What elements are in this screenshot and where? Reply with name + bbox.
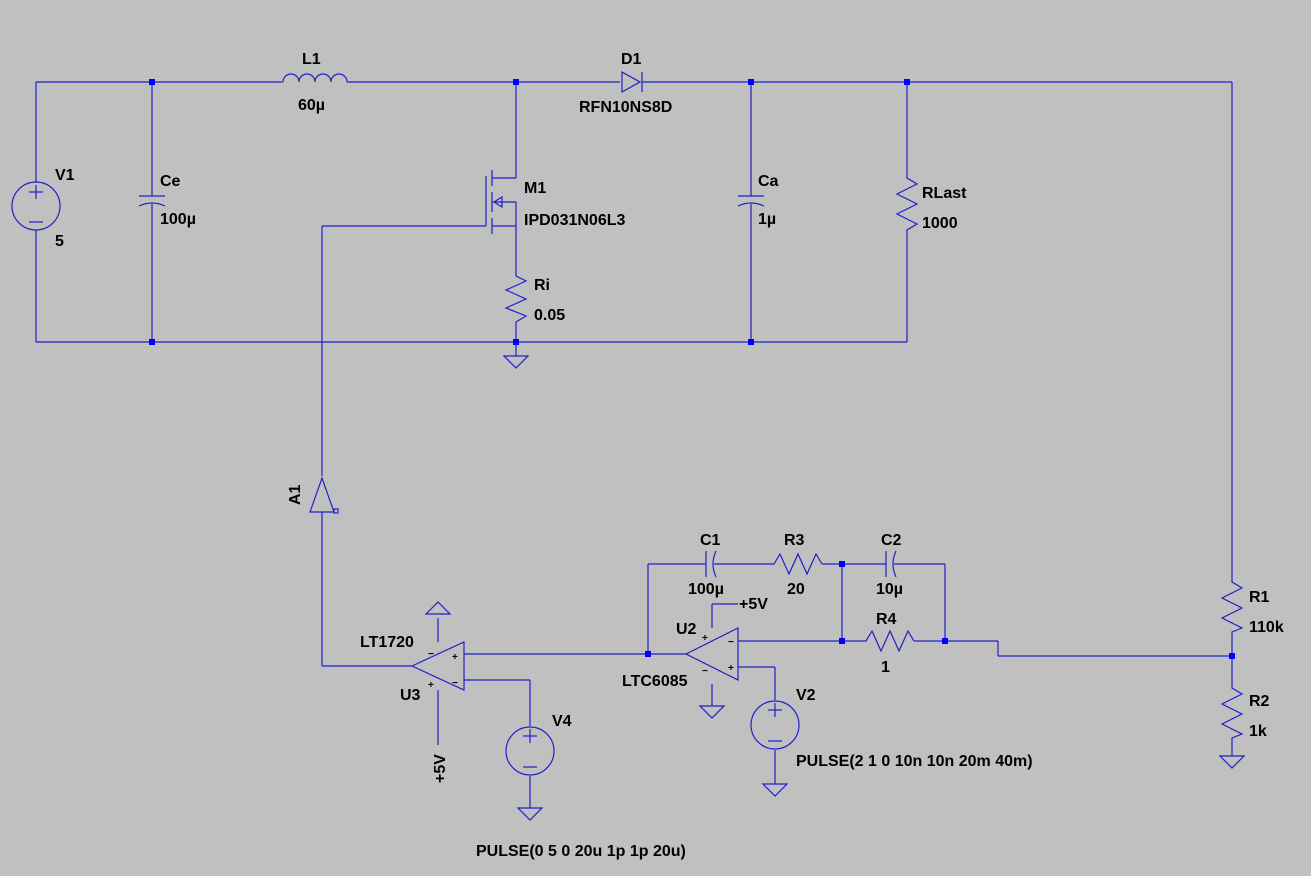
d1-value: RFN10NS8D	[579, 99, 672, 116]
c1-ref: C1	[700, 532, 721, 549]
v1-ref: V1	[55, 167, 75, 184]
v4-ref: V4	[552, 713, 572, 730]
ce-value: 100µ	[160, 211, 196, 228]
c1-value: 100µ	[688, 581, 724, 598]
r3-value: 20	[787, 581, 805, 598]
resistor-r4[interactable]: R4 1	[860, 611, 915, 676]
u3-ref: U3	[400, 687, 421, 704]
ca-value: 1µ	[758, 211, 776, 228]
r1-value: 110k	[1249, 619, 1284, 636]
u3-vcc-pin: +	[428, 680, 434, 691]
opamp-u2[interactable]: − + + − U2 LTC6085 +5V	[622, 596, 768, 690]
u2-value: LTC6085	[622, 673, 688, 690]
voltage-source-v4[interactable]: V4 PULSE(0 5 0 20u 1p 1p 20u)	[476, 713, 686, 860]
m1-ref: M1	[524, 180, 546, 197]
d1-ref: D1	[621, 51, 642, 68]
m1-value: IPD031N06L3	[524, 212, 625, 229]
r2-ref: R2	[1249, 693, 1270, 710]
u3-minus-pin: −	[452, 678, 458, 689]
u2-minus-pin: −	[728, 637, 734, 648]
resistor-rlast[interactable]: RLast 1000	[895, 170, 967, 236]
voltage-source-v2[interactable]: V2 PULSE(2 1 0 10n 10n 20m 40m)	[750, 687, 1033, 770]
u2-supply-label: +5V	[739, 596, 768, 613]
ri-value: 0.05	[534, 307, 565, 324]
mosfet-m1[interactable]: M1 IPD031N06L3	[485, 168, 625, 234]
junctions	[149, 79, 1235, 659]
u3-value: LT1720	[360, 634, 414, 651]
rlast-value: 1000	[922, 215, 958, 232]
v4-value: PULSE(0 5 0 20u 1p 1p 20u)	[476, 843, 686, 860]
ground-icon	[502, 342, 530, 369]
u2-ref: U2	[676, 621, 697, 638]
u2-vee-pin: −	[702, 666, 708, 677]
inductor-l1[interactable]: L1 60µ	[282, 51, 348, 114]
u2-plus-pin: +	[728, 663, 734, 674]
buffer-a1[interactable]: A1	[287, 476, 339, 514]
l1-ref: L1	[302, 51, 321, 68]
resistor-r1[interactable]: R1 110k	[1220, 574, 1284, 636]
capacitor-ca[interactable]: Ca 1µ	[737, 173, 779, 228]
v1-value: 5	[55, 233, 64, 250]
u3-supply-label: +5V	[432, 754, 449, 783]
ground-icon	[1218, 755, 1246, 769]
ground-icon	[698, 705, 726, 719]
ground-icon	[516, 807, 544, 821]
voltage-source-v1[interactable]: V1 5	[11, 167, 75, 250]
ca-ref: Ca	[758, 173, 779, 190]
r4-ref: R4	[876, 611, 897, 628]
u3-plus-pin: +	[452, 652, 458, 663]
supply-flag-icon	[424, 601, 452, 615]
c2-ref: C2	[881, 532, 902, 549]
r2-value: 1k	[1249, 723, 1267, 740]
r3-ref: R3	[784, 532, 805, 549]
r4-value: 1	[881, 659, 890, 676]
resistor-r2[interactable]: R2 1k	[1220, 680, 1270, 742]
wires	[35, 81, 1233, 808]
ce-ref: Ce	[160, 173, 181, 190]
resistor-ri[interactable]: Ri 0.05	[504, 270, 565, 324]
v2-value: PULSE(2 1 0 10n 10n 20m 40m)	[796, 753, 1033, 770]
resistor-r3[interactable]: R3 20	[768, 532, 823, 598]
capacitor-c1[interactable]: C1 100µ	[688, 532, 724, 598]
l1-value: 60µ	[298, 97, 325, 114]
ri-ref: Ri	[534, 277, 550, 294]
rlast-ref: RLast	[922, 185, 967, 202]
capacitor-ce[interactable]: Ce 100µ	[138, 173, 196, 228]
v2-ref: V2	[796, 687, 816, 704]
capacitor-c2[interactable]: C2 10µ	[876, 532, 903, 598]
diode-d1[interactable]: D1 RFN10NS8D	[579, 51, 672, 116]
comparator-u3[interactable]: + − − + LT1720 U3 +5V	[360, 634, 465, 783]
u2-vcc-pin: +	[702, 633, 708, 644]
r1-ref: R1	[1249, 589, 1270, 606]
c2-value: 10µ	[876, 581, 903, 598]
u3-vee-pin: −	[428, 649, 434, 660]
ground-icon	[761, 783, 789, 797]
a1-ref: A1	[287, 484, 304, 505]
